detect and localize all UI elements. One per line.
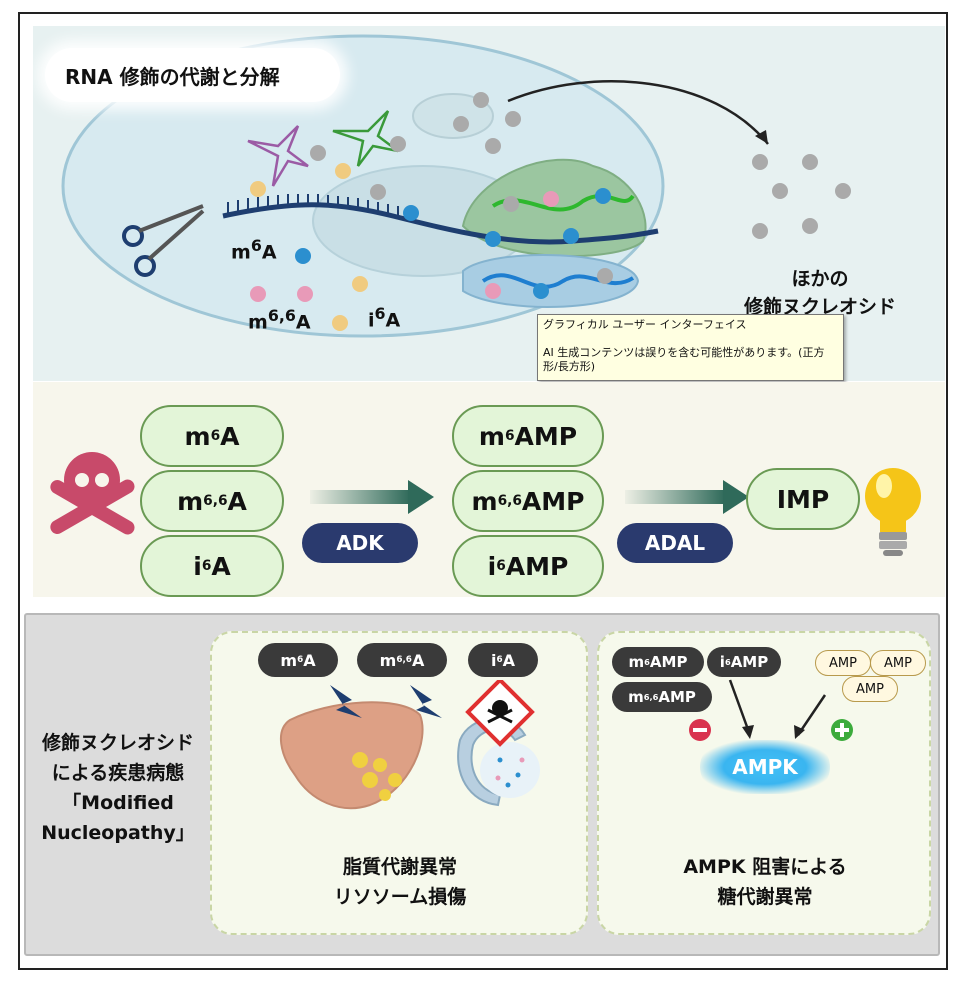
liver-lysosome-illustration — [279, 680, 540, 810]
imp-product: IMP — [746, 468, 860, 530]
released-nucleosides — [752, 154, 851, 239]
panel-title: RNA 修飾の代謝と分解 — [45, 48, 340, 102]
disease-title: 修飾ヌクレオシド による疾患病態 「Modified Nucleopathy」 — [41, 732, 195, 844]
lightbulb-icon — [865, 468, 921, 556]
m6a-cell-label: m6A — [231, 236, 277, 264]
scissors-icon — [122, 204, 205, 277]
tooltip: グラフィカル ユーザー インターフェイス AI 生成コンテンツは誤りを含む可能性… — [537, 314, 844, 381]
hazard-skull-icon — [465, 680, 535, 747]
ribosome-small-subunit — [462, 254, 640, 308]
tooltip-title: グラフィカル ユーザー インターフェイス — [543, 318, 747, 331]
enzyme-adk: ADK — [302, 523, 418, 563]
amp-chip: AMP — [815, 650, 871, 676]
plus-icon — [831, 719, 853, 741]
trna-purple-icon — [247, 125, 309, 187]
cell-illustration — [61, 34, 851, 338]
ampk-caption: AMPK 阻害による 糖代謝異常 — [683, 856, 847, 908]
amp-chip: AMP — [870, 650, 926, 676]
ampk-arrows — [689, 679, 853, 741]
lightning-icon — [330, 685, 362, 718]
liver-icon — [279, 701, 424, 810]
amp-chip: AMP — [842, 676, 898, 702]
mitochondrion — [412, 93, 494, 139]
enzyme-adal: ADAL — [617, 523, 733, 563]
tooltip-body: AI 生成コンテンツは誤りを含む可能性があります。(正方形/長方形) — [543, 346, 825, 373]
minus-icon — [689, 719, 711, 741]
skull-crossbones-icon — [50, 452, 135, 535]
lightning-icon — [410, 685, 442, 718]
ampk-node: AMPK — [700, 740, 830, 794]
arrow-right-icon — [625, 480, 749, 514]
rna-strand — [222, 202, 659, 245]
arrow-right-icon — [310, 480, 434, 514]
lipid-caption: 脂質代謝異常 リソソーム損傷 — [333, 856, 467, 908]
other-nucleosides-label: ほかの 修飾ヌクレオシド — [743, 268, 896, 318]
nucleoside-dots — [250, 92, 613, 331]
export-arrow — [507, 80, 769, 145]
m66a-cell-label: m6,6A — [248, 306, 311, 334]
i6a-cell-label: i6A — [368, 304, 401, 332]
rna-bases — [227, 194, 399, 218]
